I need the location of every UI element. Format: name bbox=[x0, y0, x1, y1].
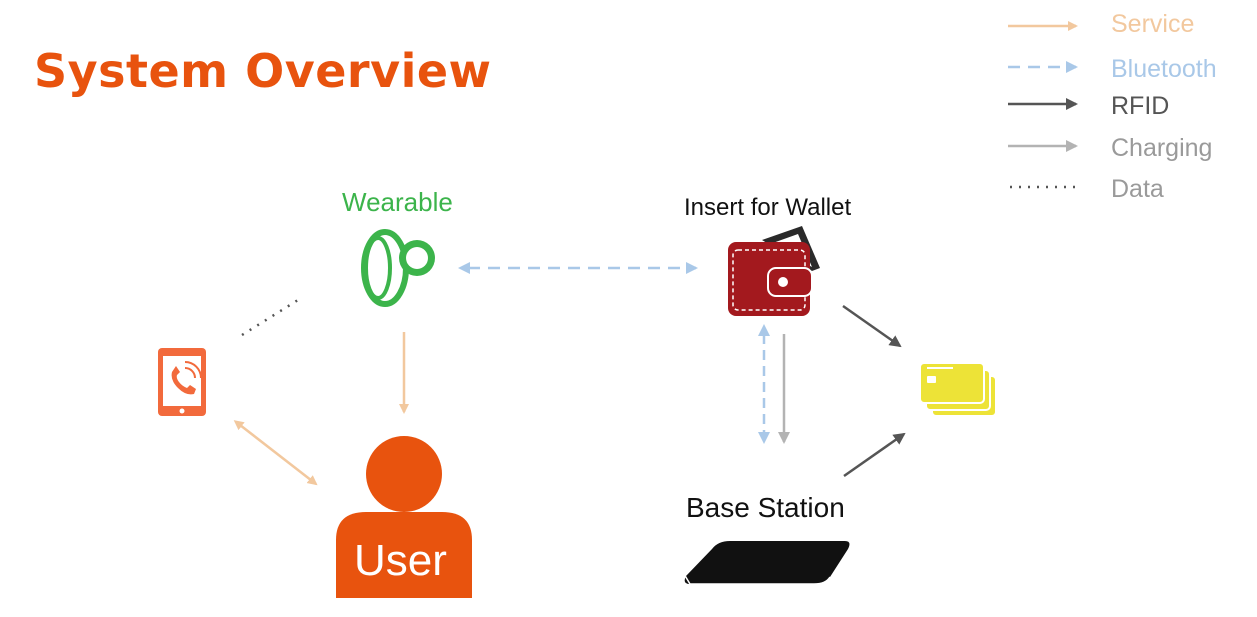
wallet-icon bbox=[728, 226, 820, 316]
rfid-arrow-wallet-cards bbox=[842, 304, 902, 348]
base-station-icon bbox=[683, 541, 850, 585]
base-station-label: Base Station bbox=[686, 492, 845, 523]
legend-label-service: Service bbox=[1111, 10, 1195, 38]
wearable-band-icon bbox=[361, 229, 435, 307]
legend-label-rfid: RFID bbox=[1111, 92, 1170, 120]
user-label: User bbox=[354, 536, 447, 585]
rfid-arrow-base-cards bbox=[843, 432, 906, 478]
legend-label-data: Data bbox=[1111, 175, 1164, 203]
data-line-phone-wearable bbox=[241, 298, 299, 337]
wallet-label: Insert for Wallet bbox=[684, 194, 852, 221]
page-title: System Overview bbox=[34, 44, 492, 98]
legend-label-charging: Charging bbox=[1111, 134, 1213, 162]
user-icon bbox=[336, 436, 472, 598]
legend-label-bluetooth: Bluetooth bbox=[1111, 55, 1217, 83]
service-arrow-phone-user bbox=[233, 420, 318, 486]
card-icon bbox=[919, 362, 997, 417]
wearable-label: Wearable bbox=[342, 187, 453, 217]
phone-icon bbox=[158, 348, 206, 416]
